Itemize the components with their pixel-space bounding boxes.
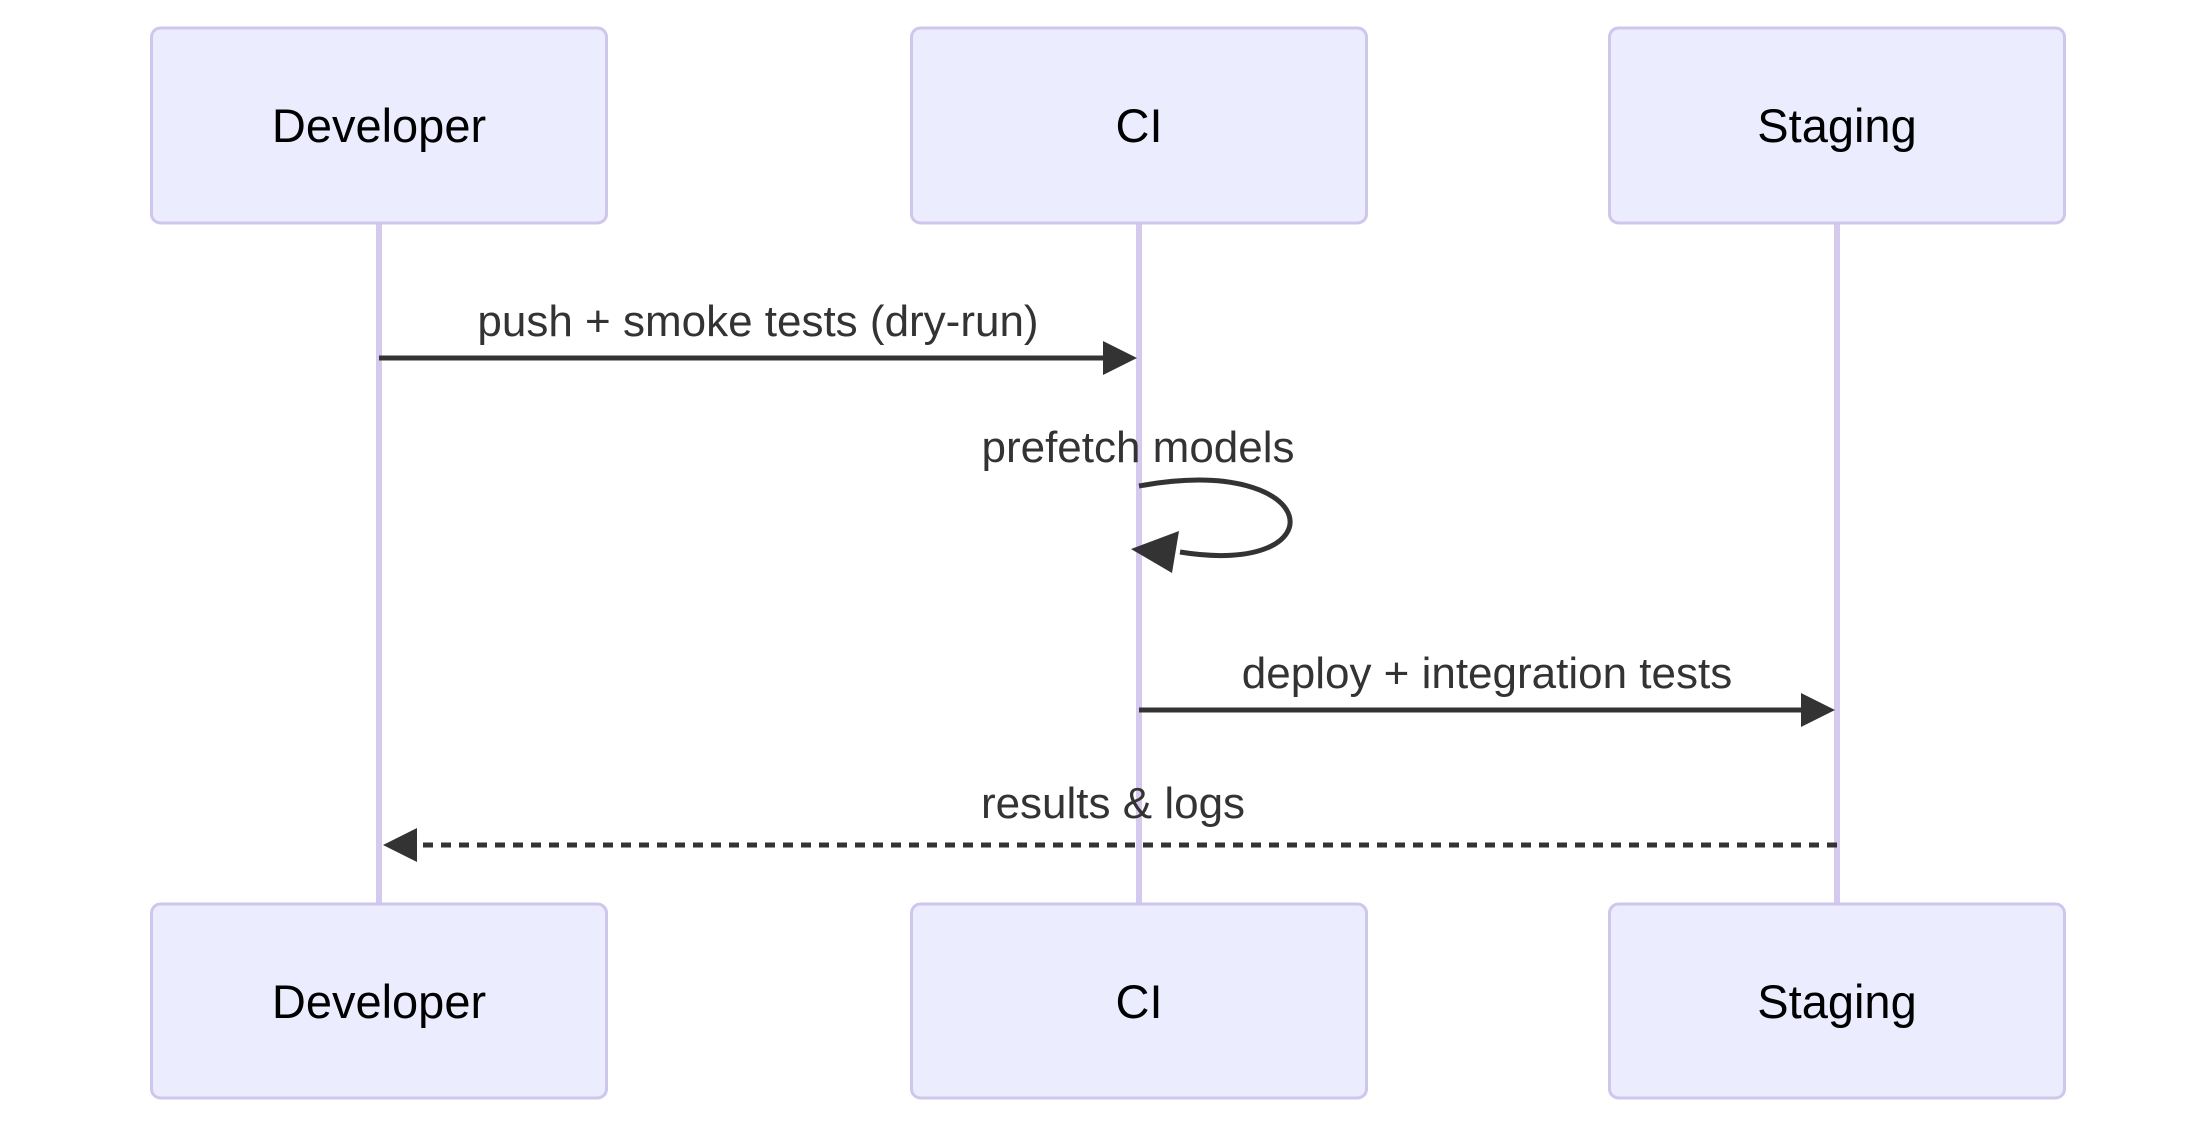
message-label: deploy + integration tests xyxy=(1242,649,1732,698)
actor-box xyxy=(1608,902,2066,1100)
actor-box xyxy=(910,26,1368,225)
message-deploy-integration-tests: deploy + integration tests xyxy=(1139,649,1835,727)
actor-staging-bottom: Staging xyxy=(1608,902,2066,1100)
actor-box xyxy=(150,26,608,225)
message-push-smoke-tests: push + smoke tests (dry-run) xyxy=(379,297,1137,375)
actor-ci-bottom: CI xyxy=(910,902,1368,1100)
message-label: results & logs xyxy=(981,779,1245,828)
message-label: prefetch models xyxy=(981,423,1294,472)
arrowhead xyxy=(1801,693,1835,727)
arrowhead xyxy=(1103,341,1137,375)
actor-label: Staging xyxy=(1757,99,1916,152)
actor-developer-top: Developer xyxy=(150,26,608,225)
actor-ci-top: CI xyxy=(910,26,1368,225)
actor-label: CI xyxy=(1116,99,1163,152)
actor-label: CI xyxy=(1116,975,1163,1028)
actor-label: Developer xyxy=(272,99,486,152)
actor-staging-top: Staging xyxy=(1608,26,2066,225)
actor-box xyxy=(150,902,608,1100)
arrowhead xyxy=(383,828,417,862)
message-prefetch-self-loop: prefetch models xyxy=(981,423,1295,573)
actor-box xyxy=(910,902,1368,1100)
message-label: push + smoke tests (dry-run) xyxy=(477,297,1038,346)
message-results-logs: results & logs xyxy=(383,779,1837,862)
actor-label: Developer xyxy=(272,975,486,1028)
arrowhead xyxy=(1131,531,1179,573)
actor-box xyxy=(1608,26,2066,225)
actor-developer-bottom: Developer xyxy=(150,902,608,1100)
self-loop-path xyxy=(1138,477,1293,559)
actor-label: Staging xyxy=(1757,975,1916,1028)
